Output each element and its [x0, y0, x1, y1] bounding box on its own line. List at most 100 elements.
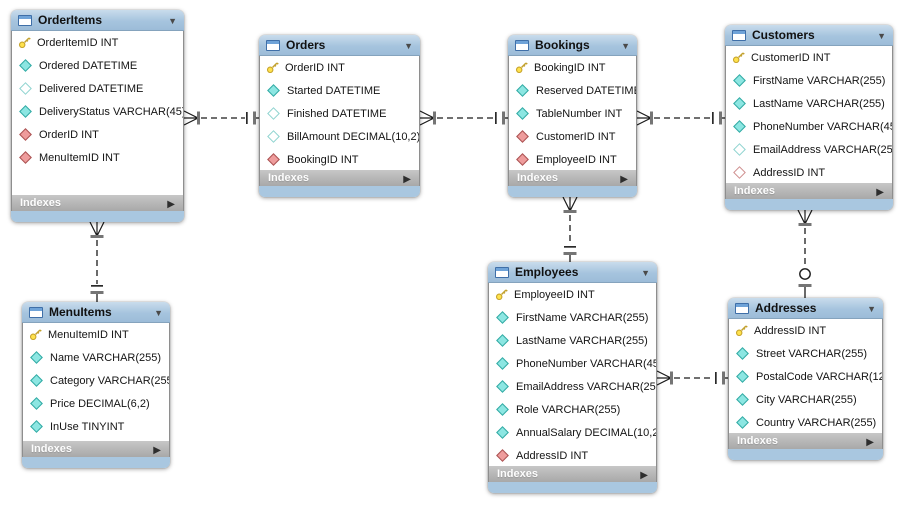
- column-row[interactable]: LastName VARCHAR(255): [726, 92, 892, 115]
- column-label: City VARCHAR(255): [756, 393, 857, 406]
- table-header[interactable]: Addresses: [728, 298, 883, 319]
- column-row[interactable]: DeliveryStatus VARCHAR(45): [12, 100, 183, 123]
- table-customers[interactable]: CustomersCustomerID INT FirstName VARCHAR…: [725, 25, 893, 210]
- expand-arrow-icon[interactable]: [153, 440, 161, 458]
- indexes-bar[interactable]: Indexes: [725, 183, 893, 199]
- column-row[interactable]: LastName VARCHAR(255): [489, 329, 656, 352]
- column-row[interactable]: EmployeeID INT: [489, 283, 656, 306]
- table-icon: [29, 306, 43, 318]
- column-label: Delivered DATETIME: [39, 82, 144, 95]
- column-row[interactable]: Country VARCHAR(255): [729, 411, 882, 433]
- column-label: AddressID INT: [753, 166, 826, 179]
- column-row[interactable]: EmailAddress VARCHAR(255): [489, 375, 656, 398]
- column-row[interactable]: Category VARCHAR(255): [23, 369, 169, 392]
- indexes-bar[interactable]: Indexes: [488, 466, 657, 482]
- column-row[interactable]: AddressID INT: [726, 161, 892, 183]
- collapse-arrow-icon[interactable]: [404, 36, 413, 54]
- column-row[interactable]: Started DATETIME: [260, 79, 419, 102]
- column-row[interactable]: FirstName VARCHAR(255): [726, 69, 892, 92]
- column-row[interactable]: OrderItemID INT: [12, 31, 183, 54]
- column-row[interactable]: Role VARCHAR(255): [489, 398, 656, 421]
- expand-arrow-icon[interactable]: [620, 169, 628, 187]
- relationship-employees-addresses[interactable]: [656, 370, 728, 386]
- table-menuitems[interactable]: MenuItemsMenuItemID INT Name VARCHAR(255)…: [22, 302, 170, 468]
- collapse-arrow-icon[interactable]: [621, 36, 630, 54]
- table-header[interactable]: OrderItems: [11, 10, 184, 31]
- expand-arrow-icon[interactable]: [876, 182, 884, 200]
- column-row[interactable]: Name VARCHAR(255): [23, 346, 169, 369]
- relationship-bookings-customers[interactable]: [636, 110, 725, 126]
- column-icon: [266, 130, 281, 143]
- column-row[interactable]: PhoneNumber VARCHAR(45): [726, 115, 892, 138]
- column-row[interactable]: City VARCHAR(255): [729, 388, 882, 411]
- column-row[interactable]: MenuItemID INT: [12, 146, 183, 169]
- column-row[interactable]: EmailAddress VARCHAR(255): [726, 138, 892, 161]
- foreign-key-icon: [732, 166, 747, 179]
- column-label: Name VARCHAR(255): [50, 351, 162, 364]
- column-row[interactable]: AddressID INT: [489, 444, 656, 466]
- expand-arrow-icon[interactable]: [403, 169, 411, 187]
- column-row[interactable]: AddressID INT: [729, 319, 882, 342]
- primary-key-icon: [495, 288, 508, 301]
- expand-arrow-icon[interactable]: [167, 194, 175, 212]
- column-row[interactable]: Ordered DATETIME: [12, 54, 183, 77]
- column-row[interactable]: FirstName VARCHAR(255): [489, 306, 656, 329]
- table-header[interactable]: Customers: [725, 25, 893, 46]
- column-icon: [266, 84, 281, 97]
- column-row[interactable]: TableNumber INT: [509, 102, 636, 125]
- column-row[interactable]: Finished DATETIME: [260, 102, 419, 125]
- relationship-orders-bookings[interactable]: [419, 110, 508, 126]
- indexes-bar[interactable]: Indexes: [508, 170, 637, 186]
- collapse-arrow-icon[interactable]: [168, 11, 177, 29]
- column-row[interactable]: BillAmount DECIMAL(10,2): [260, 125, 419, 148]
- indexes-bar[interactable]: Indexes: [11, 195, 184, 211]
- column-row[interactable]: EmployeeID INT: [509, 148, 636, 170]
- column-row[interactable]: BookingID INT: [260, 148, 419, 170]
- column-label: EmailAddress VARCHAR(255): [753, 143, 893, 156]
- collapse-arrow-icon[interactable]: [641, 263, 650, 281]
- column-row[interactable]: OrderID INT: [260, 56, 419, 79]
- column-row[interactable]: OrderID INT: [12, 123, 183, 146]
- column-label: AddressID INT: [754, 324, 827, 337]
- relationship-customers-addresses[interactable]: [797, 209, 813, 298]
- column-row[interactable]: Delivered DATETIME: [12, 77, 183, 100]
- table-footer: [22, 457, 170, 468]
- table-icon: [515, 39, 529, 51]
- column-row[interactable]: Reserved DATETIME: [509, 79, 636, 102]
- collapse-arrow-icon[interactable]: [867, 299, 876, 317]
- table-header[interactable]: Employees: [488, 262, 657, 283]
- collapse-arrow-icon[interactable]: [154, 303, 163, 321]
- column-row[interactable]: AnnualSalary DECIMAL(10,2): [489, 421, 656, 444]
- column-row[interactable]: PostalCode VARCHAR(12): [729, 365, 882, 388]
- relationship-orderitems-menuitems[interactable]: [89, 221, 105, 302]
- column-row[interactable]: CustomerID INT: [726, 46, 892, 69]
- table-header[interactable]: MenuItems: [22, 302, 170, 323]
- column-row[interactable]: CustomerID INT: [509, 125, 636, 148]
- column-list: AddressID INT Street VARCHAR(255)PostalCo…: [728, 319, 883, 433]
- column-row[interactable]: Street VARCHAR(255): [729, 342, 882, 365]
- relationship-orderitems-orders[interactable]: [183, 110, 259, 126]
- column-row[interactable]: MenuItemID INT: [23, 323, 169, 346]
- column-row[interactable]: Price DECIMAL(6,2): [23, 392, 169, 415]
- foreign-key-icon: [18, 151, 33, 164]
- column-row[interactable]: PhoneNumber VARCHAR(45): [489, 352, 656, 375]
- expand-arrow-icon[interactable]: [640, 465, 648, 483]
- indexes-bar[interactable]: Indexes: [728, 433, 883, 449]
- expand-arrow-icon[interactable]: [866, 432, 874, 450]
- column-icon: [732, 97, 747, 110]
- collapse-arrow-icon[interactable]: [877, 26, 886, 44]
- column-row[interactable]: BookingID INT: [509, 56, 636, 79]
- indexes-bar[interactable]: Indexes: [22, 441, 170, 457]
- indexes-bar[interactable]: Indexes: [259, 170, 420, 186]
- relationship-bookings-employees[interactable]: [562, 196, 578, 262]
- column-label: CustomerID INT: [751, 51, 831, 64]
- column-row[interactable]: InUse TINYINT: [23, 415, 169, 438]
- table-header[interactable]: Bookings: [508, 35, 637, 56]
- table-header[interactable]: Orders: [259, 35, 420, 56]
- table-addresses[interactable]: AddressesAddressID INT Street VARCHAR(255…: [728, 298, 883, 460]
